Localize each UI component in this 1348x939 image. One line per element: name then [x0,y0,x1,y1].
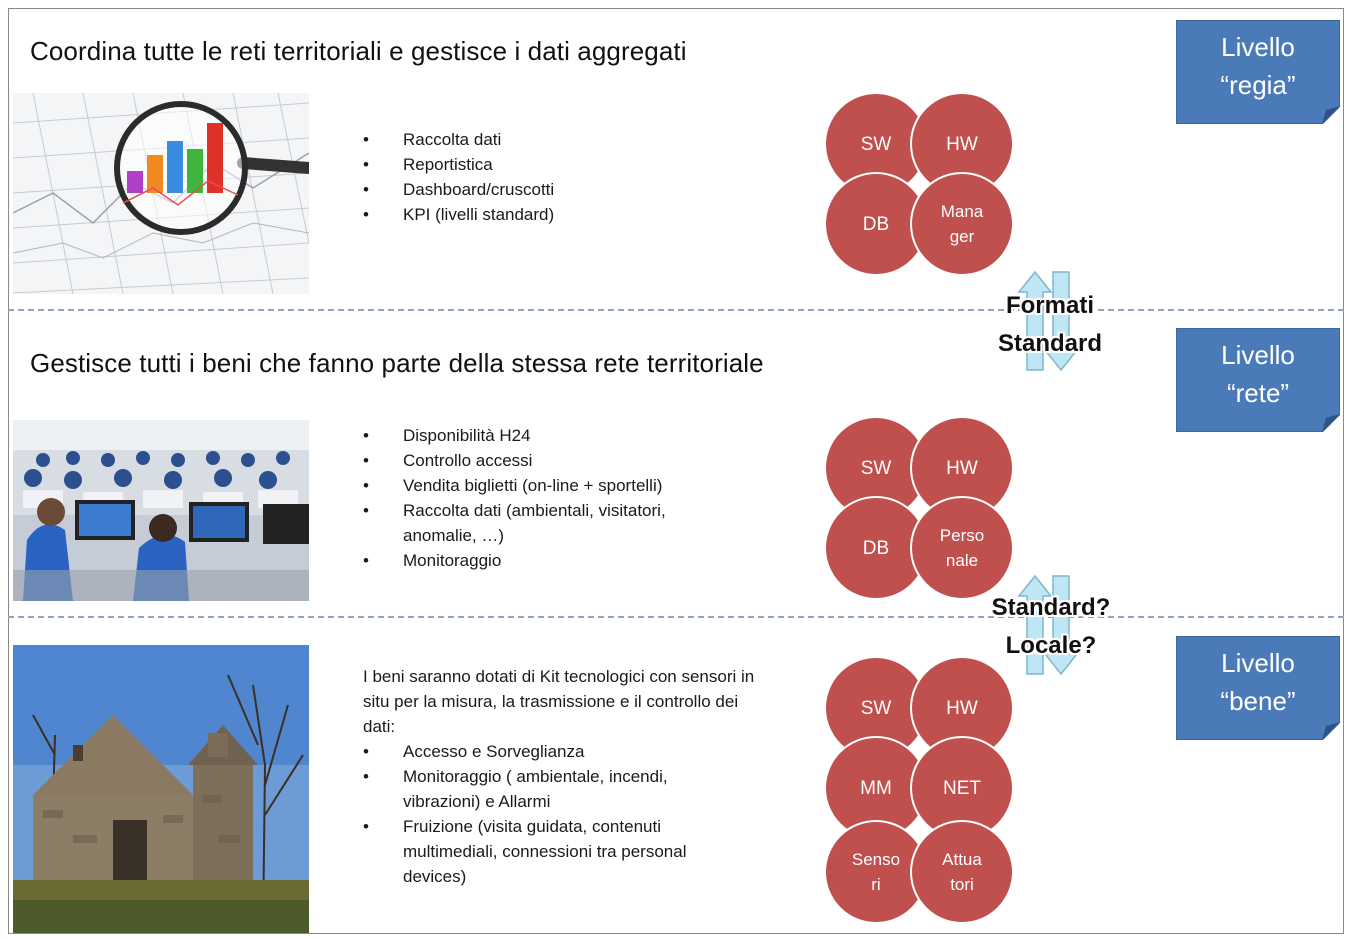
call-center-image [13,420,309,601]
level-regia-bullets: Raccolta dati Reportistica Dashboard/cru… [363,127,783,227]
bullet-item: Dashboard/cruscotti [363,177,783,202]
arrow-label-line-2: Standard [997,330,1102,357]
circle-manager-label: Mana ger [940,202,984,246]
bullet-item: Monitoraggio ( ambientale, incendi, vibr… [363,764,763,814]
bullet-item: Vendita biglietti (on-line + sportelli) [363,473,743,498]
bullet-item: Controllo accessi [363,448,743,473]
badge-line-2: “rete” [1226,378,1290,408]
bullet-item: Reportistica [363,152,783,177]
circle-hw: HW [910,656,1014,760]
circle-attuatori-label: Attua tori [942,850,982,894]
level-bene-text: I beni saranno dotati di Kit tecnologici… [363,664,763,889]
bullet-item: Fruizione (visita guidata, contenuti mul… [363,814,763,889]
arrow-label-line-1: Standard? [991,594,1111,621]
level-divider-1 [8,309,1344,311]
level-rete-bullets: Disponibilità H24 Controllo accessi Vend… [363,423,743,573]
circle-personale-label: Perso nale [939,526,985,570]
bullet-item: Raccolta dati [363,127,783,152]
slide-frame [8,8,1344,934]
level-regia-badge: Livello “regia” [1176,20,1340,124]
arrow-label-formati-standard: Formati Standard [980,287,1120,363]
level-rete-badge: Livello “rete” [1176,328,1340,432]
bullet-item: Raccolta dati (ambientali, visitatori, a… [363,498,743,548]
arrow-label-line-1: Formati [1005,292,1094,319]
badge-line-2: “bene” [1220,686,1296,716]
circle-hw: HW [910,416,1014,520]
arrow-label-line-2: Locale? [1005,632,1097,659]
badge-line-1: Livello [1221,340,1295,370]
level-regia-heading: Coordina tutte le reti territoriali e ge… [30,36,687,66]
circle-sensori-label: Senso ri [851,850,901,894]
bullet-item: Monitoraggio [363,548,743,573]
arrow-label-standard-locale: Standard? Locale? [975,589,1127,665]
circle-attuatori: Attua tori [910,820,1014,924]
double-arrow-1 [1017,270,1079,372]
bullet-item: Disponibilità H24 [363,423,743,448]
badge-line-2: “regia” [1220,70,1296,100]
level-bene-intro: I beni saranno dotati di Kit tecnologici… [363,667,755,736]
data-analysis-image [13,93,309,294]
level-rete-heading: Gestisce tutti i beni che fanno parte de… [30,348,764,378]
circle-personale: Perso nale [910,496,1014,600]
double-arrow-2 [1017,574,1079,676]
historic-building-image [13,645,309,933]
badge-line-1: Livello [1221,648,1295,678]
level-divider-2 [8,616,1344,618]
badge-line-1: Livello [1221,32,1295,62]
bullet-item: Accesso e Sorveglianza [363,739,763,764]
circle-manager: Mana ger [910,172,1014,276]
level-bene-badge: Livello “bene” [1176,636,1340,740]
bullet-item: KPI (livelli standard) [363,202,783,227]
